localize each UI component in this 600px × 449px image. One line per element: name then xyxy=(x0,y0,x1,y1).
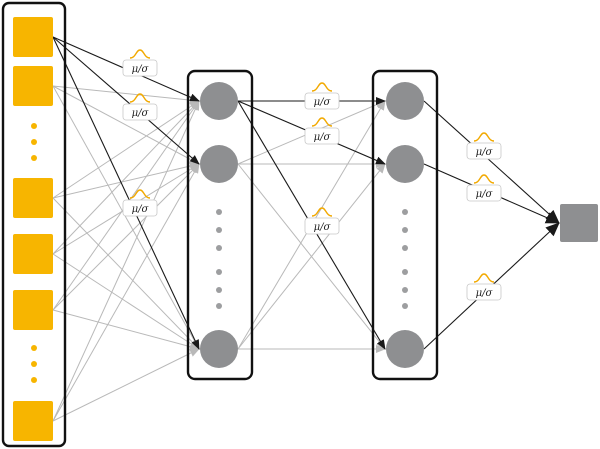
connection-arrow xyxy=(52,85,200,165)
hidden-node xyxy=(386,145,424,183)
weight-label-box xyxy=(122,199,158,217)
weight-label-box xyxy=(466,283,502,301)
hidden-node xyxy=(386,330,424,368)
weight-label: μ/σ xyxy=(122,93,158,121)
weight-label-box xyxy=(122,59,158,77)
ellipsis-dot xyxy=(31,123,37,129)
weight-label: μ/σ xyxy=(466,132,502,160)
hidden-node xyxy=(200,145,238,183)
light-connections xyxy=(52,85,386,422)
weight-label-text: μ/σ xyxy=(132,108,150,119)
weight-label-text: μ/σ xyxy=(476,288,494,299)
weight-label-box xyxy=(304,92,340,110)
weight-label-text: μ/σ xyxy=(476,147,494,158)
output-node xyxy=(560,204,598,242)
connection-arrow xyxy=(52,163,200,422)
connection-arrow xyxy=(52,85,200,105)
weight-label-box xyxy=(122,103,158,121)
input-layer-box xyxy=(1,1,67,448)
distribution-curve-icon xyxy=(311,82,333,92)
connection-arrow xyxy=(52,100,200,199)
ellipsis-dot xyxy=(216,227,222,233)
weight-labels: μ/σ μ/σ μ/σ μ/σ μ/σ μ/σ μ/σ μ/σ μ/σ xyxy=(122,49,502,301)
connection-arrow xyxy=(52,100,200,422)
ellipsis-dot xyxy=(402,287,408,293)
distribution-curve-icon xyxy=(311,117,333,127)
input-node xyxy=(13,234,53,274)
connection-arrow xyxy=(52,85,200,350)
connection-arrow xyxy=(52,197,200,350)
ellipsis-dot xyxy=(216,269,222,275)
weight-label-box xyxy=(466,142,502,160)
hidden-layer-2-box xyxy=(371,69,439,381)
weight-label: μ/σ xyxy=(466,174,502,202)
hidden-node xyxy=(200,330,238,368)
ellipsis-dot xyxy=(31,155,37,161)
weight-label-text: μ/σ xyxy=(314,97,332,108)
weight-label: μ/σ xyxy=(304,82,340,110)
ellipsis-dot xyxy=(216,287,222,293)
input-node xyxy=(13,178,53,218)
hidden-node xyxy=(386,82,424,120)
distribution-curve-icon xyxy=(311,207,333,217)
distribution-curve-icon xyxy=(129,49,151,59)
nodes xyxy=(13,17,598,441)
input-node xyxy=(13,17,53,57)
weight-label-box xyxy=(304,127,340,145)
connection-arrow xyxy=(52,36,200,350)
ellipsis-dot xyxy=(31,377,37,383)
connection-arrow xyxy=(237,163,386,350)
input-node xyxy=(13,66,53,106)
distribution-curve-icon xyxy=(473,273,495,283)
ellipsis-dot xyxy=(216,245,222,251)
ellipsis-dot xyxy=(402,245,408,251)
connection-arrow xyxy=(52,36,200,165)
ellipsis-dot xyxy=(402,303,408,309)
weight-label-text: μ/σ xyxy=(314,132,332,143)
connection-arrow xyxy=(52,162,200,199)
distribution-curve-icon xyxy=(129,93,151,103)
weight-label-text: μ/σ xyxy=(132,64,150,75)
distribution-curve-icon xyxy=(473,174,495,184)
connection-arrow xyxy=(423,100,560,224)
weight-label: μ/σ xyxy=(304,117,340,145)
ellipsis-dot xyxy=(31,361,37,367)
connection-arrow xyxy=(52,163,200,311)
weight-label-text: μ/σ xyxy=(132,204,150,215)
input-node xyxy=(13,290,53,330)
hidden-node xyxy=(200,82,238,120)
ellipsis-dot xyxy=(402,209,408,215)
ellipsis-dot xyxy=(402,227,408,233)
weight-label: μ/σ xyxy=(466,273,502,301)
input-node xyxy=(13,401,53,441)
weight-label: μ/σ xyxy=(122,49,158,77)
ellipsis-dot xyxy=(402,269,408,275)
weight-label: μ/σ xyxy=(304,207,340,235)
ellipsis-dot xyxy=(31,139,37,145)
hidden-layer-1-box xyxy=(186,69,254,381)
ellipsis-dot xyxy=(216,303,222,309)
weight-label-text: μ/σ xyxy=(314,222,332,233)
ellipsis-dot xyxy=(31,345,37,351)
connection-arrow xyxy=(52,100,200,255)
connection-arrow xyxy=(52,253,200,350)
ellipsis-dot xyxy=(216,209,222,215)
connection-arrow xyxy=(52,309,200,351)
weight-label: μ/σ xyxy=(122,189,158,217)
weight-label-text: μ/σ xyxy=(476,189,494,200)
weight-label-box xyxy=(304,217,340,235)
connection-arrow xyxy=(52,348,200,422)
weight-label-box xyxy=(466,184,502,202)
distribution-curve-icon xyxy=(473,132,495,142)
distribution-curve-icon xyxy=(129,189,151,199)
